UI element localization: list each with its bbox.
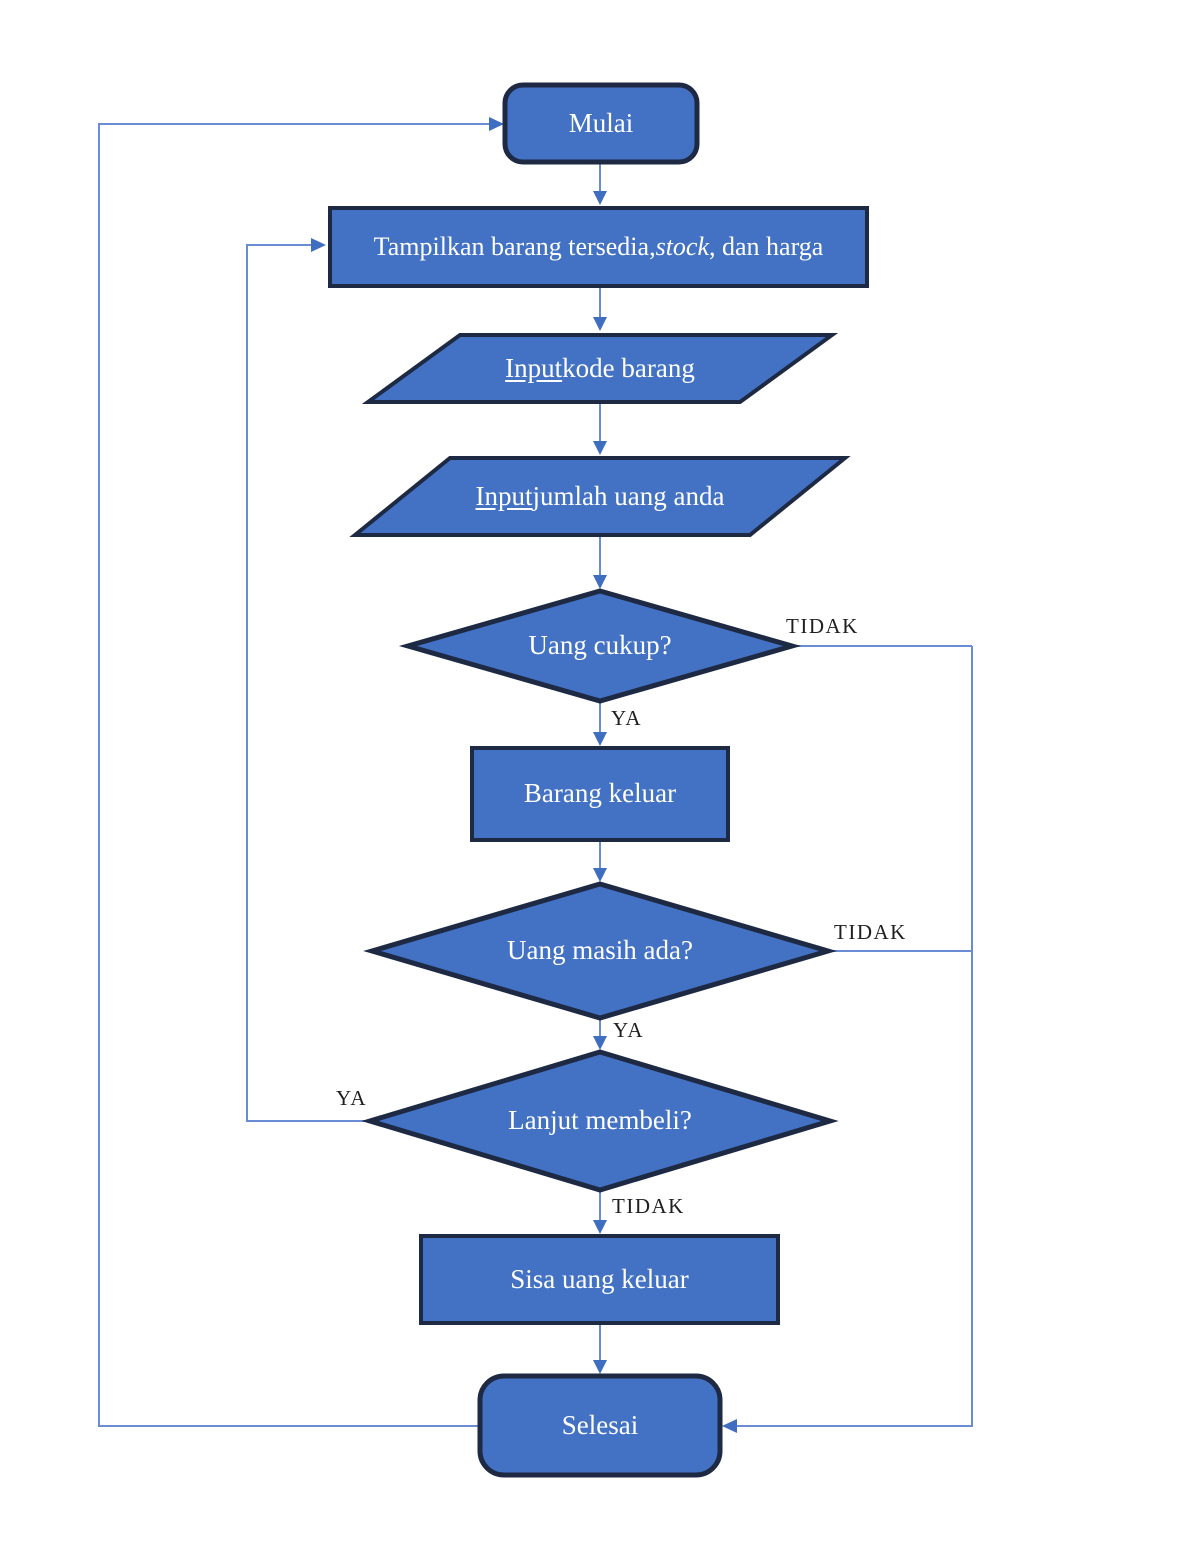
arrowhead-into-enough	[593, 575, 607, 589]
edge-buy-again-yes-loop	[246, 244, 370, 1122]
arrowhead-into-buy-again	[593, 1036, 607, 1050]
arrowhead-into-item-out	[593, 732, 607, 746]
decision-enough-money	[398, 588, 802, 704]
process-item-out	[470, 746, 730, 842]
arrowhead-into-input-money	[593, 441, 607, 455]
decision-buy-again	[361, 1049, 839, 1193]
io-input-code	[361, 333, 839, 404]
arrowhead-into-display-left	[311, 238, 326, 252]
arrowhead-into-start	[489, 117, 504, 131]
terminator-start	[502, 82, 700, 165]
terminator-end	[477, 1373, 723, 1478]
decision-money-left	[363, 881, 837, 1021]
edge-end-to-start-loop	[98, 123, 489, 1427]
arrowhead-into-display-top	[593, 191, 607, 205]
process-display-items	[328, 206, 869, 288]
edge-no-branch-to-end	[737, 646, 973, 1427]
arrowhead-into-money-left	[593, 868, 607, 882]
arrowhead-into-end-right	[722, 1419, 737, 1433]
arrowhead-into-input-code	[593, 317, 607, 331]
arrowhead-into-change-out	[593, 1220, 607, 1234]
arrowhead-into-end-top	[593, 1360, 607, 1374]
process-change-out	[419, 1234, 780, 1325]
io-input-money	[349, 456, 851, 537]
